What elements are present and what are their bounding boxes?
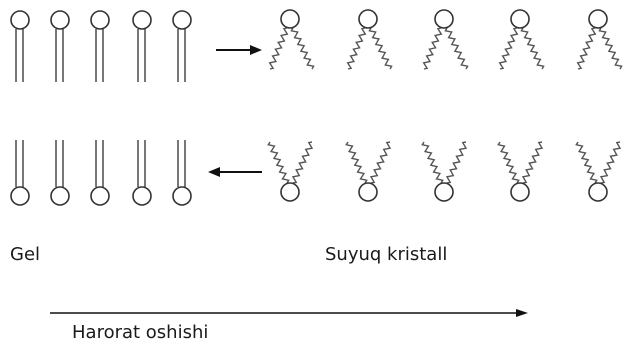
liquid-crystal-lipid [267,141,314,202]
gel-lipid [50,140,70,206]
liquid-crystal-lipid [575,141,622,202]
arrow-left-icon [208,167,262,177]
gel-lipid [10,10,30,82]
gel-lipid [50,10,70,82]
liquid-crystal-top-row [268,9,623,70]
liquid-crystal-lipid [421,141,468,202]
liquid-crystal-lipid [422,9,469,70]
liquid-crystal-bottom-row [267,141,622,202]
liquid-crystal-lipid [498,9,545,70]
gel-lipid [172,10,192,82]
gel-lipid [172,140,192,206]
gel-bottom-row [10,140,192,206]
gel-lipid [132,140,152,206]
liquid-crystal-lipid [345,141,392,202]
arrow-right-icon [216,45,262,55]
temperature-arrow-icon [50,309,528,317]
gel-lipid [132,10,152,82]
gel-lipid [10,140,30,206]
liquid-crystal-label: Suyuq kristall [325,244,448,265]
gel-top-row [10,10,192,82]
gel-label: Gel [10,244,41,265]
liquid-crystal-lipid [268,9,315,70]
liquid-crystal-lipid [576,9,623,70]
liquid-crystal-lipid [346,9,393,70]
gel-lipid [90,10,110,82]
gel-lipid [90,140,110,206]
liquid-crystal-lipid [497,141,544,202]
temperature-label: Harorat oshishi [72,322,209,343]
